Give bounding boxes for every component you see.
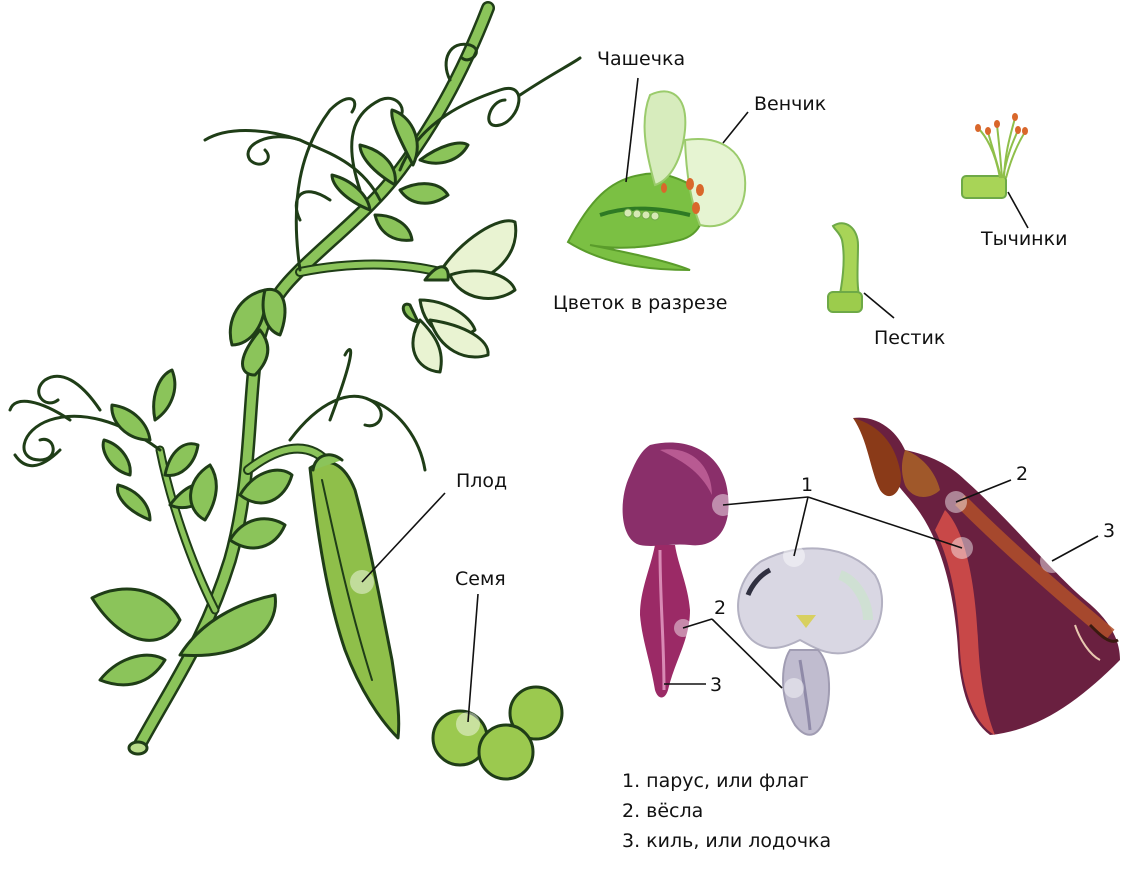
pea-pod: [308, 460, 401, 740]
legend-item-keel: 3. киль, или лодочка: [622, 830, 832, 852]
label-stamens: Тычинки: [981, 228, 1068, 250]
label-flower-section: Цветок в разрезе: [553, 292, 728, 314]
label-calyx: Чашечка: [597, 48, 686, 70]
label-pistil: Пестик: [874, 327, 946, 349]
legend: 1. парус, или флаг 2. вёсла 3. киль, или…: [622, 766, 831, 856]
pea-flowers: [401, 219, 518, 374]
pistil-illustration: [827, 222, 863, 313]
flower-cross-section: [566, 90, 747, 271]
sail-petal: [622, 442, 729, 698]
number-3-right: 3: [1103, 520, 1116, 542]
number-1: 1: [801, 474, 814, 496]
label-fruit: Плод: [456, 470, 508, 492]
label-seed: Семя: [455, 568, 506, 590]
leaves: [90, 108, 470, 687]
number-2-right: 2: [1016, 463, 1029, 485]
number-2-left: 2: [714, 597, 727, 619]
number-3-left: 3: [710, 674, 723, 696]
legend-item-sail: 1. парус, или флаг: [622, 770, 809, 792]
legend-item-wings: 2. вёсла: [622, 800, 704, 822]
pea-plant: [8, 1, 582, 781]
leader-lines: [361, 77, 1099, 723]
label-corolla: Венчик: [754, 93, 827, 115]
stamens-illustration: [961, 113, 1028, 199]
pea-seeds: [431, 685, 564, 781]
keel-petal: [853, 417, 1120, 735]
wing-petals: [737, 547, 884, 736]
